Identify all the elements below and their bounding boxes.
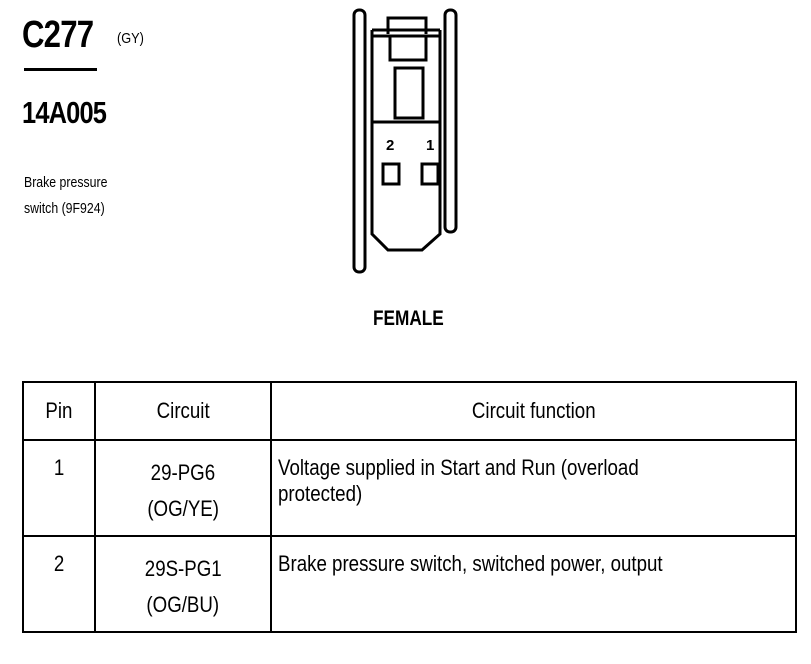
wire-color: (OG/BU) [146,592,220,617]
circuit-cell: 29-PG6 (OG/YE) [94,439,272,537]
pin-cell: 2 [22,535,96,633]
color-code: (GY) [117,30,144,47]
lock-slot [393,66,425,120]
description-line-2: switch (9F924) [24,200,105,217]
lock-tab-window [388,34,428,62]
pin-label-1: 1 [426,137,434,154]
header-pin: Pin [22,381,96,441]
description-line-1: Brake pressure [24,174,108,191]
cavity-pin-2 [381,162,401,186]
left-latch-arm [352,8,367,274]
wire-color: (OG/YE) [147,496,219,521]
header-circuit-function: Circuit function [270,381,797,441]
connector-description: Brake pressure switch (9F924) [24,170,107,222]
table-header-row: Pin Circuit Circuit function [22,381,797,441]
function-cell: Voltage supplied in Start and Run (overl… [270,439,797,537]
part-number: 14A005 [22,95,107,130]
connector-face-diagram: 2 1 [352,8,458,274]
circuit-number: 29-PG6 [150,460,216,485]
connector-id: C277 [22,14,94,56]
header-circuit: Circuit [94,381,272,441]
circuit-number: 29S-PG1 [144,556,222,581]
table-row: 2 29S-PG1 (OG/BU) Brake pressure switch,… [22,535,797,633]
cavity-pin-1 [420,162,440,186]
lock-tab [386,16,428,34]
pin-table: Pin Circuit Circuit function 1 29-PG6 (O… [22,381,797,633]
title-rule [24,68,97,71]
function-cell: Brake pressure switch, switched power, o… [270,535,797,633]
gender-label: FEMALE [373,307,444,330]
circuit-cell: 29S-PG1 (OG/BU) [94,535,272,633]
right-latch-arm [443,8,458,234]
pin-label-2: 2 [386,137,394,154]
pin-cell: 1 [22,439,96,537]
table-row: 1 29-PG6 (OG/YE) Voltage supplied in Sta… [22,439,797,537]
connector-body [370,30,442,252]
